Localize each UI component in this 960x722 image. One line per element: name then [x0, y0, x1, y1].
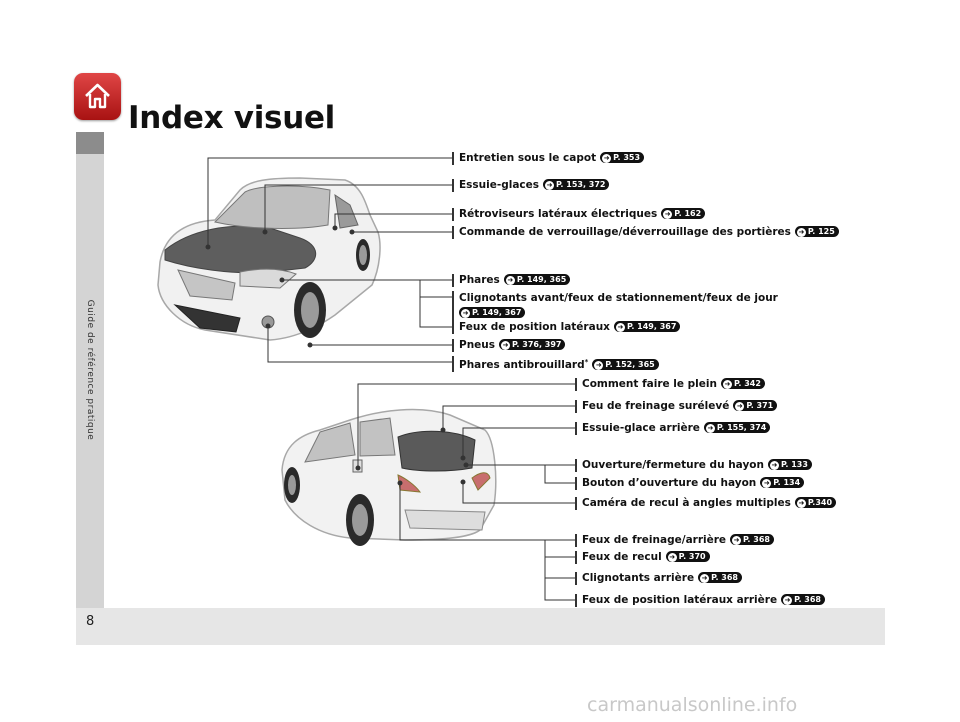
arrow-right-icon: ➜: [705, 424, 715, 433]
page-ref-link[interactable]: ➜P. 162: [661, 208, 706, 219]
rear-leader-dots: [355, 427, 469, 486]
callout-entretien-capot: Entretien sous le capot➜P. 353: [452, 152, 645, 165]
callout-feux-position-arriere: Feux de position latéraux arrière➜P. 368: [575, 594, 825, 607]
page-ref-link[interactable]: ➜P. 342: [720, 378, 765, 389]
callout-pneus: Pneus➜P. 376, 397: [452, 339, 566, 352]
page-ref-link[interactable]: ➜P. 153, 372: [543, 179, 610, 190]
page-ref-link[interactable]: ➜P. 149, 365: [503, 274, 571, 285]
callout-essuie-glace-arriere: Essuie-glace arrière➜P. 155, 374: [575, 422, 771, 435]
arrow-right-icon: ➜: [732, 536, 742, 545]
page-ref-link[interactable]: ➜P. 125: [794, 226, 839, 237]
page-ref-link[interactable]: ➜P. 376, 397: [499, 339, 566, 350]
callout-antibrouillard: Phares antibrouillard*➜P. 152, 365: [452, 356, 659, 372]
arrow-right-icon: ➜: [594, 361, 604, 370]
callout-feux-freinage-arriere: Feux de freinage/arrière➜P. 368: [575, 534, 774, 547]
page-ref-link[interactable]: ➜P. 134: [760, 477, 805, 488]
page-ref-link[interactable]: ➜P. 149, 367: [613, 321, 681, 332]
arrow-right-icon: ➜: [545, 181, 555, 190]
arrow-right-icon: ➜: [769, 461, 779, 470]
page-footer: [76, 608, 885, 645]
home-icon: [85, 83, 110, 109]
page-ref-link[interactable]: ➜P. 149, 367: [459, 307, 526, 318]
page-ref-link[interactable]: ➜P. 353: [600, 152, 645, 163]
arrow-right-icon: ➜: [783, 596, 793, 605]
page-ref-link[interactable]: ➜P. 155, 374: [703, 422, 771, 433]
arrow-right-icon: ➜: [667, 553, 677, 562]
watermark: carmanualsonline.info: [587, 694, 798, 716]
sidebar-top-block: [76, 132, 104, 154]
arrow-right-icon: ➜: [505, 276, 515, 285]
callout-hayon: Ouverture/fermeture du hayon➜P. 133: [575, 459, 812, 472]
callout-clignotants-arriere: Clignotants arrière➜P. 368: [575, 572, 742, 585]
arrow-right-icon: ➜: [796, 499, 806, 508]
callout-plein: Comment faire le plein➜P. 342: [575, 378, 765, 391]
arrow-right-icon: ➜: [735, 402, 745, 411]
page-ref-link[interactable]: ➜P. 368: [730, 534, 774, 545]
callout-essuie-glaces: Essuie-glaces➜P. 153, 372: [452, 179, 610, 192]
front-leader-dots: [205, 225, 355, 348]
arrow-right-icon: ➜: [501, 341, 511, 350]
callout-feux-position: Feux de position latéraux➜P. 149, 367: [452, 321, 681, 334]
arrow-right-icon: ➜: [796, 228, 806, 237]
page-number: 8: [86, 614, 95, 629]
page-ref-link[interactable]: ➜P.340: [794, 497, 837, 508]
arrow-right-icon: ➜: [762, 479, 772, 488]
page-ref-link[interactable]: ➜P. 371: [733, 400, 778, 411]
rear-leader-lines: [357, 383, 575, 601]
page-ref-link[interactable]: ➜P. 368: [698, 572, 742, 583]
page-ref-link[interactable]: ➜P. 368: [781, 594, 825, 605]
page-ref-link[interactable]: ➜P. 370: [665, 551, 710, 562]
front-car-illustration: [157, 177, 381, 341]
callout-phares: Phares➜P. 149, 365: [452, 274, 571, 287]
page-ref-link[interactable]: ➜P. 152, 365: [592, 359, 659, 370]
sidebar-bar: [76, 132, 104, 608]
arrow-right-icon: ➜: [663, 210, 673, 219]
arrow-right-icon: ➜: [461, 309, 470, 318]
arrow-right-icon: ➜: [602, 154, 612, 163]
page-title: Index visuel: [128, 100, 336, 136]
front-leader-lines: [207, 157, 452, 363]
home-button[interactable]: [74, 73, 121, 120]
callout-clignotants-avant: Clignotants avant/feux de stationnement/…: [452, 291, 778, 321]
callout-feux-recul: Feux de recul➜P. 370: [575, 551, 710, 564]
callout-bouton-hayon: Bouton d’ouverture du hayon➜P. 134: [575, 477, 805, 490]
arrow-right-icon: ➜: [722, 380, 732, 389]
arrow-right-icon: ➜: [700, 574, 710, 583]
callout-retroviseurs: Rétroviseurs latéraux électriques➜P. 162: [452, 208, 706, 221]
callout-feu-freinage-sureleve: Feu de freinage surélevé➜P. 371: [575, 400, 778, 413]
arrow-right-icon: ➜: [615, 323, 625, 332]
callout-camera-recul: Caméra de recul à angles multiples➜P.340: [575, 497, 837, 510]
page-ref-link[interactable]: ➜P. 133: [767, 459, 812, 470]
rear-car-illustration: [281, 408, 497, 546]
callout-verrouillage: Commande de verrouillage/déverrouillage …: [452, 226, 839, 239]
